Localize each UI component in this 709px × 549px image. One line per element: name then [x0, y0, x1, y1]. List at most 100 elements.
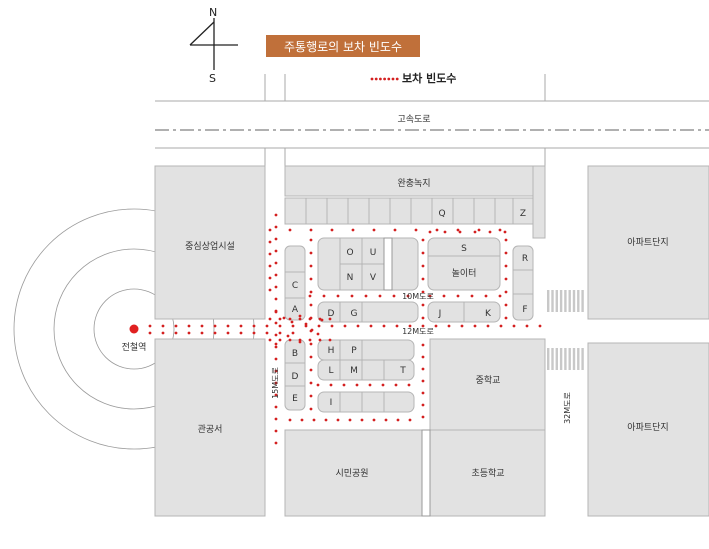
frequency-dot: [268, 252, 272, 256]
frequency-dot: [309, 290, 313, 294]
frequency-dot: [414, 228, 418, 232]
frequency-dot: [317, 324, 321, 328]
unit-cell: [347, 197, 370, 225]
crosswalk-stripe: [581, 290, 584, 312]
block-apartment-bottom: [587, 342, 709, 517]
letter-a: A: [292, 305, 299, 315]
frequency-dot: [309, 251, 313, 255]
frequency-dot: [278, 331, 282, 335]
frequency-dot: [312, 418, 316, 422]
label-road-15m: 15M도로: [271, 367, 280, 399]
frequency-dot: [309, 238, 313, 242]
frequency-dot: [504, 290, 508, 294]
frequency-dot: [161, 324, 165, 328]
compass-arrow: [189, 21, 215, 46]
block-ca: [284, 245, 306, 321]
frequency-dot: [486, 324, 490, 328]
frequency-dot: [309, 264, 313, 268]
block-apartment-top: [587, 165, 709, 320]
block-corner: [532, 165, 546, 239]
frequency-dot: [298, 338, 302, 342]
legend-label: 보차 빈도수: [402, 71, 456, 85]
crosswalk-stripe: [559, 348, 563, 370]
legend-dot: [383, 77, 386, 81]
frequency-dot: [268, 317, 272, 321]
letter-c: C: [292, 281, 298, 291]
frequency-dot: [318, 338, 322, 342]
letter-j: J: [438, 309, 442, 319]
frequency-dot: [309, 228, 313, 232]
frequency-dot: [298, 340, 302, 344]
frequency-dot: [330, 228, 334, 232]
crosswalk-stripe: [568, 348, 571, 370]
label-playground: 놀이터: [452, 268, 477, 279]
stairs-park: [421, 429, 431, 517]
compass-south: S: [209, 72, 216, 85]
frequency-dot: [484, 294, 488, 298]
frequency-dot: [268, 288, 272, 292]
frequency-dot: [498, 228, 502, 232]
frequency-dot: [382, 324, 386, 328]
block-greenway: [284, 165, 546, 197]
frequency-dot: [503, 230, 507, 234]
station-rings: [13, 208, 255, 450]
crosswalk-stripe: [551, 348, 554, 370]
frequency-dot: [498, 294, 502, 298]
frequency-dot: [328, 317, 332, 321]
frequency-dot: [187, 331, 191, 335]
frequency-dot: [421, 355, 425, 359]
frequency-dot: [268, 276, 272, 280]
frequency-dot: [278, 338, 282, 342]
frequency-dot: [148, 331, 152, 335]
letter-b: B: [292, 349, 298, 359]
frequency-dot: [308, 338, 312, 342]
frequency-dot: [274, 273, 278, 277]
letter-r: R: [522, 254, 528, 264]
crosswalk-stripe: [564, 290, 567, 312]
frequency-dot: [309, 355, 313, 359]
letter-d-top: D: [328, 309, 335, 319]
block-public-office: [154, 338, 266, 517]
frequency-dot: [290, 320, 294, 324]
frequency-dot: [309, 407, 313, 411]
legend-dot: [374, 77, 378, 81]
frequency-dot: [274, 261, 278, 265]
frequency-dot: [381, 383, 385, 387]
frequency-dot: [504, 264, 508, 268]
frequency-dot: [504, 277, 508, 281]
frequency-dot: [406, 294, 410, 298]
frequency-dot: [288, 228, 292, 232]
frequency-dot: [324, 418, 328, 422]
frequency-dot: [309, 277, 313, 281]
frequency-dot: [488, 230, 492, 234]
frequency-dot: [351, 228, 355, 232]
frequency-dot: [265, 324, 269, 328]
legend-dot: [391, 77, 395, 81]
frequency-dot: [286, 334, 290, 338]
frequency-dot: [252, 324, 256, 328]
block-i: [317, 391, 415, 413]
letter-q: Q: [438, 209, 445, 219]
frequency-dot: [407, 383, 411, 387]
letter-o: O: [346, 248, 353, 258]
frequency-dot: [309, 316, 313, 320]
block-commercial: [154, 165, 266, 320]
unit-cell: [494, 197, 514, 225]
compass-north: N: [209, 6, 217, 19]
frequency-dot: [348, 418, 352, 422]
label-apartment-top: 아파트단지: [627, 237, 668, 248]
compass: N S: [189, 6, 238, 85]
label-station: 전철역: [122, 342, 147, 353]
frequency-dot: [460, 324, 464, 328]
letter-i: I: [330, 398, 333, 408]
frequency-dot: [274, 405, 278, 409]
letter-k: K: [485, 309, 492, 319]
letter-f: F: [522, 305, 527, 315]
crosswalk-stripe: [564, 348, 567, 370]
frequency-dot: [499, 324, 503, 328]
frequency-dot: [239, 331, 243, 335]
frequency-dot: [421, 379, 425, 383]
crosswalk-stripe: [555, 290, 558, 312]
frequency-dots: [148, 213, 542, 445]
